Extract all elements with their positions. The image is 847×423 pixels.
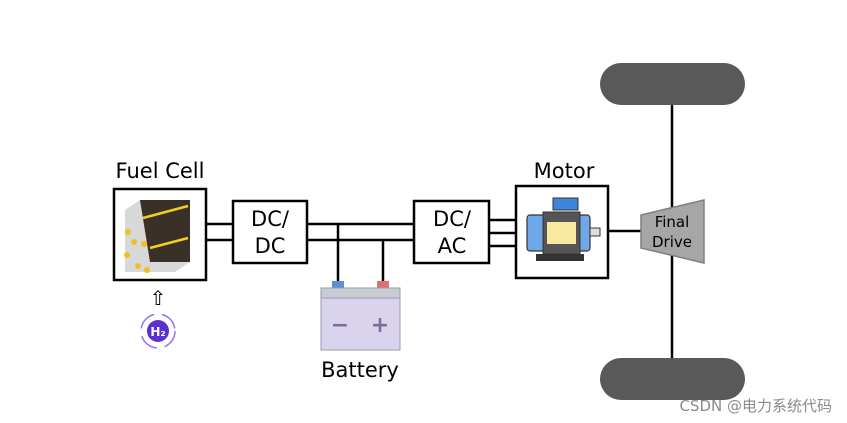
watermark: CSDN @电力系统代码 (679, 397, 832, 415)
battery-icon: − + (320, 281, 401, 351)
dcdc-converter-box (231, 199, 309, 265)
fuel-cell-label: Fuel Cell (116, 159, 205, 183)
dcac-label-1: DC/ (433, 207, 472, 231)
dcac-label-2: AC (438, 234, 467, 258)
final-drive (640, 199, 705, 264)
hydrogen-icon: H₂ (140, 313, 176, 349)
dcac-inverter-box (412, 199, 491, 265)
svg-text:H₂: H₂ (150, 325, 165, 339)
up-arrow-icon: ⇧ (150, 286, 167, 310)
battery-label: Battery (321, 358, 399, 382)
final-drive-label-1: Final (655, 213, 690, 231)
motor-label: Motor (534, 159, 595, 183)
dcdc-label-1: DC/ (251, 207, 290, 231)
final-drive-label-2: Drive (652, 233, 692, 251)
fuel-cell-stack-icon (124, 200, 190, 273)
svg-text:+: + (371, 313, 389, 338)
motor-icon (526, 197, 601, 261)
svg-text:−: − (331, 313, 349, 338)
front-wheel (600, 63, 745, 105)
dcdc-label-2: DC (255, 234, 286, 258)
rear-wheel (600, 358, 745, 400)
